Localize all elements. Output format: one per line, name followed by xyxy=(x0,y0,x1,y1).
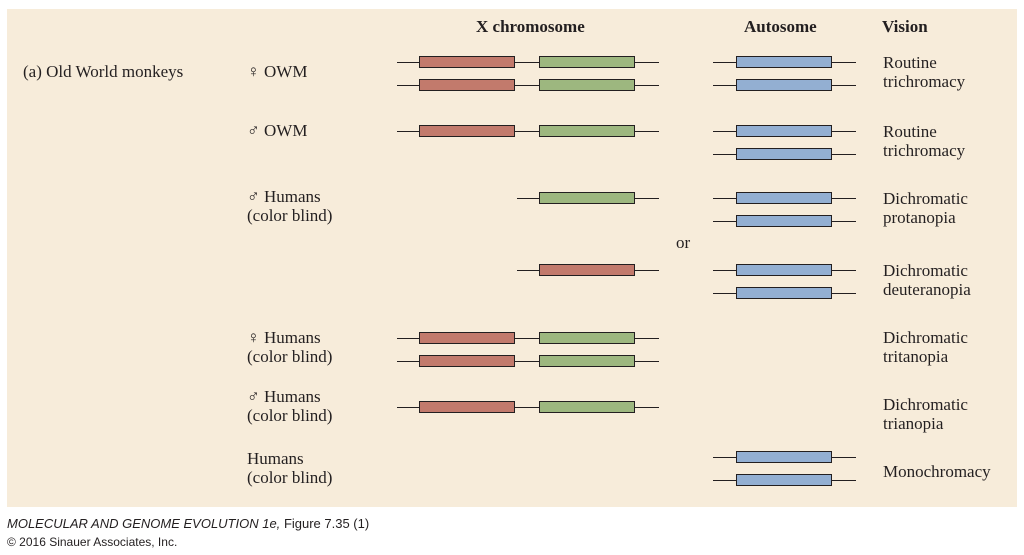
blue-opsin-gene xyxy=(736,215,832,227)
group-label-male-humans: ♂ Humans xyxy=(247,187,321,206)
red-opsin-gene xyxy=(539,264,635,276)
group-label-male-humans-2: ♂ Humans xyxy=(247,387,321,406)
figure-number: Figure 7.35 (1) xyxy=(283,516,370,531)
green-opsin-gene xyxy=(539,56,635,68)
x-chromosome-line xyxy=(397,85,659,86)
x-chromosome-line xyxy=(397,62,659,63)
green-opsin-gene xyxy=(539,401,635,413)
header-autosome: Autosome xyxy=(744,17,817,36)
red-opsin-gene xyxy=(419,355,515,367)
red-opsin-gene xyxy=(419,125,515,137)
group-label-male-owm: ♂ OWM xyxy=(247,121,308,140)
group-label-female-owm: ♀ OWM xyxy=(247,62,308,81)
x-chromosome-line xyxy=(397,131,659,132)
group-label-humans-sub: (color blind) xyxy=(247,468,333,487)
copyright: © 2016 Sinauer Associates, Inc. xyxy=(7,535,178,549)
vision-label-deuteranopia: deuteranopia xyxy=(883,280,971,299)
green-opsin-gene xyxy=(539,79,635,91)
blue-opsin-gene xyxy=(736,451,832,463)
vision-label-routine-2: Routine xyxy=(883,122,937,141)
x-chromosome-line xyxy=(397,361,659,362)
vision-label-trichromacy: trichromacy xyxy=(883,72,966,91)
vision-label-dichromatic-tritanopia: Dichromatic xyxy=(883,328,968,347)
vision-label-protanopia: protanopia xyxy=(883,208,956,227)
green-opsin-gene xyxy=(539,332,635,344)
blue-opsin-gene xyxy=(736,148,832,160)
red-opsin-gene xyxy=(419,79,515,91)
book-title: MOLECULAR AND GENOME EVOLUTION 1e, xyxy=(7,516,281,531)
blue-opsin-gene xyxy=(736,192,832,204)
x-chromosome-line xyxy=(397,338,659,339)
blue-opsin-gene xyxy=(736,56,832,68)
red-opsin-gene xyxy=(419,56,515,68)
vision-label-tritanopia: tritanopia xyxy=(883,347,949,366)
group-label-male-humans-2-sub: (color blind) xyxy=(247,406,333,425)
x-chromosome-line xyxy=(397,407,659,408)
vision-label-dichromatic-protanopia: Dichromatic xyxy=(883,189,968,208)
vision-label-dichromatic-deuteranopia: Dichromatic xyxy=(883,261,968,280)
group-label-female-humans: ♀ Humans xyxy=(247,328,321,347)
or-label: or xyxy=(676,233,691,252)
green-opsin-gene xyxy=(539,125,635,137)
vision-label-trianopia: trianopia xyxy=(883,414,944,433)
blue-opsin-gene xyxy=(736,287,832,299)
group-label-male-humans-sub: (color blind) xyxy=(247,206,333,225)
blue-opsin-gene xyxy=(736,125,832,137)
blue-opsin-gene xyxy=(736,264,832,276)
group-label-humans: Humans xyxy=(247,449,304,468)
group-label-female-humans-sub: (color blind) xyxy=(247,347,333,366)
green-opsin-gene xyxy=(539,355,635,367)
figure-panel: X chromosome Autosome Vision (a) Old Wor… xyxy=(7,9,1017,507)
header-x-chromosome: X chromosome xyxy=(476,17,585,36)
vision-label-routine: Routine xyxy=(883,53,937,72)
vision-label-monochromacy: Monochromacy xyxy=(883,462,991,481)
vision-label-trichromacy-2: trichromacy xyxy=(883,141,966,160)
green-opsin-gene xyxy=(539,192,635,204)
panel-label: (a) Old World monkeys xyxy=(23,62,184,81)
red-opsin-gene xyxy=(419,401,515,413)
figure-credit: MOLECULAR AND GENOME EVOLUTION 1e, Figur… xyxy=(7,516,369,531)
vision-label-dichromatic-trianopia: Dichromatic xyxy=(883,395,968,414)
blue-opsin-gene xyxy=(736,79,832,91)
blue-opsin-gene xyxy=(736,474,832,486)
red-opsin-gene xyxy=(419,332,515,344)
header-vision: Vision xyxy=(882,17,928,36)
